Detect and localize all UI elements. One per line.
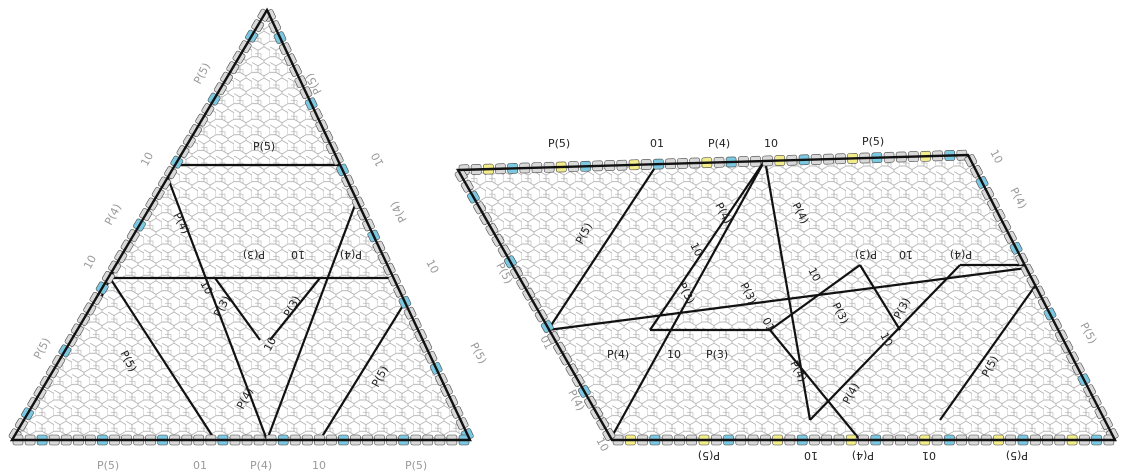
par-label-10-inner-h: 10 xyxy=(899,248,913,261)
tri-label-p5-right-lower: P(5) xyxy=(467,340,489,366)
par-label-p4-top: P(4) xyxy=(708,137,730,150)
tri-label-p4-left: P(4) xyxy=(102,202,124,228)
par-label-p5-right-low: P(5) xyxy=(1077,320,1099,346)
par-label-10-inner-low: 10 xyxy=(667,348,681,361)
tri-label-p4-center: P(4) xyxy=(340,248,362,261)
tri-label-10-left-lower: 10 xyxy=(81,253,99,271)
tri-label-10-left: 10 xyxy=(138,150,156,168)
tri-label-10-right: 10 xyxy=(369,150,387,168)
par-label-p4-right-edge: P(4) xyxy=(1007,185,1029,211)
par-label-p4-inner-low: P(4) xyxy=(607,348,629,361)
par-label-p3-inner-low: P(3) xyxy=(706,348,728,361)
par-label-p4-bottom: P(4) xyxy=(852,449,874,462)
par-label-p5-top-right: P(5) xyxy=(862,135,884,148)
tri-label-p4-bottom: P(4) xyxy=(250,459,272,472)
tri-label-01-bottom: 01 xyxy=(193,459,207,472)
triangle-fill xyxy=(12,10,470,440)
tri-label-p5-left-lower: P(5) xyxy=(31,336,53,362)
par-label-p3-inner-h: P(3) xyxy=(855,248,877,261)
par-label-01-bottom: 01 xyxy=(922,449,936,462)
par-label-10-top: 10 xyxy=(764,137,778,150)
par-label-01-top: 01 xyxy=(650,137,664,150)
triangle-tiling xyxy=(8,8,474,445)
tri-label-p4-right: P(4) xyxy=(388,199,410,225)
par-label-10-bottom: 10 xyxy=(804,449,818,462)
tri-label-10-bottom: 10 xyxy=(312,459,326,472)
tri-label-p5-bottom-right: P(5) xyxy=(405,459,427,472)
tri-label-10-right-lower: 10 xyxy=(423,257,441,275)
par-label-p5-bottom-b: P(5) xyxy=(1006,449,1028,462)
par-label-p5-bottom-a: P(5) xyxy=(698,449,720,462)
tri-label-p5-top: P(5) xyxy=(253,140,275,153)
par-label-p5-top-left: P(5) xyxy=(548,137,570,150)
tri-label-p5-bottom-left: P(5) xyxy=(97,459,119,472)
tri-label-p3-center: P(3) xyxy=(243,248,265,261)
par-label-p4-inner-h: P(4) xyxy=(950,248,972,261)
tri-label-10-center: 10 xyxy=(291,248,305,261)
par-label-10-top-corner: 10 xyxy=(987,147,1005,165)
tri-label-p5-left-edge: P(5) xyxy=(191,61,213,87)
